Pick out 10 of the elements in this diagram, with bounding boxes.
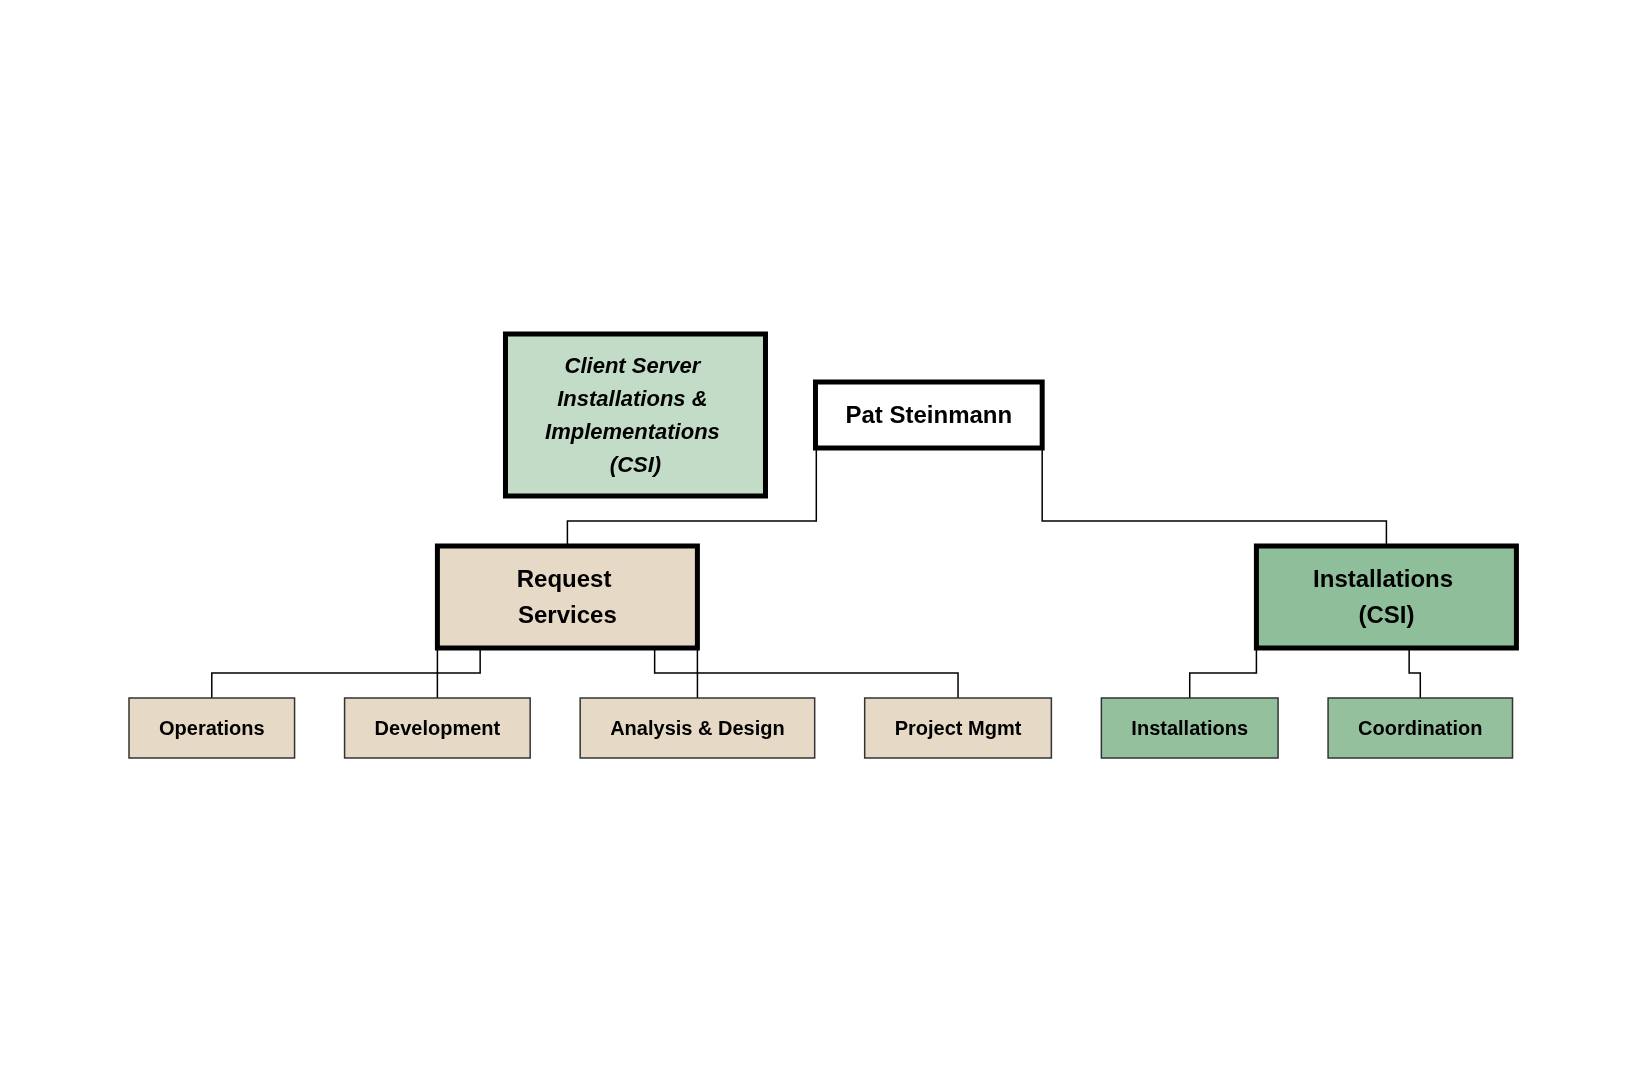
node-box: Client Server Installations & Implementations (CSI) — [503, 331, 769, 498]
node-box: Analysis & Design — [579, 696, 816, 759]
node-box: Development — [344, 696, 532, 759]
node-box: Installations — [1100, 696, 1280, 759]
node-box: Installations (CSI) — [1254, 543, 1520, 650]
node-box: Pat Steinmann — [813, 379, 1045, 450]
node-box: Request Services — [435, 543, 701, 650]
node-box: Coordination — [1327, 696, 1514, 759]
node-box: Project Mgmt — [864, 696, 1053, 759]
node-box: Operations — [128, 696, 296, 759]
